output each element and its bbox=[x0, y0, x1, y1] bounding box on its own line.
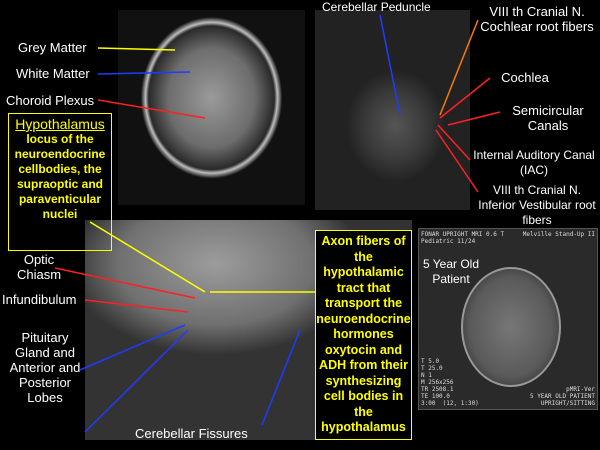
arrow-hypothalamus bbox=[89, 221, 206, 293]
cerebellar-peduncle-label: Cerebellar Peduncle bbox=[322, 0, 431, 14]
mri-header-right: Melville Stand-Up II bbox=[522, 231, 595, 238]
pituitary-label: Pituitary Gland and Anterior and Posteri… bbox=[9, 330, 81, 405]
white-matter-label: White Matter bbox=[16, 66, 90, 81]
infundibulum-label: Infundibulum bbox=[2, 292, 77, 307]
hypothalamus-box: Hypothalamus locus of the neuroendocrine… bbox=[8, 113, 112, 251]
arrow-peduncle bbox=[379, 14, 401, 116]
mri-params: T 5.0 T 25.0 N 1 M 256x256 TR 2508.1 TE … bbox=[421, 358, 479, 407]
arrow-grey-matter bbox=[97, 47, 176, 51]
arrow-semicircular bbox=[447, 111, 501, 126]
arrow-iac bbox=[437, 124, 471, 161]
pediatric-mri-image: FONAR UPRIGHT MRI 0.6 T Pediatric 11/24 … bbox=[418, 228, 598, 410]
cochlea-label: Cochlea bbox=[501, 70, 549, 85]
viii-vestibular-label: VIII th Cranial N. Inferior Vestibular r… bbox=[478, 183, 596, 227]
hypothalamus-desc: locus of the neuroendocrine cellbodies, … bbox=[14, 132, 106, 221]
mri-footer-right: pMRI-Ver 5 YEAR OLD PATIENT UPRIGHT/SITT… bbox=[529, 386, 595, 407]
arrow-cochlea bbox=[439, 77, 491, 119]
patient-label: 5 Year Old Patient bbox=[422, 257, 480, 286]
axial-mri-image bbox=[315, 10, 470, 210]
arrow-pituitary-2 bbox=[84, 329, 189, 433]
arrow-cochlear bbox=[439, 19, 479, 116]
semicircular-canals-label: Semicircular Canals bbox=[512, 103, 584, 133]
arrow-vestibular bbox=[435, 129, 479, 193]
grey-matter-label: Grey Matter bbox=[18, 40, 87, 55]
iac-label: Internal Auditory Canal (IAC) bbox=[473, 148, 595, 177]
axon-fibers-box: Axon fibers of the hypothalamic tract th… bbox=[315, 230, 412, 440]
choroid-plexus-label: Choroid Plexus bbox=[6, 93, 95, 108]
arrow-white-matter bbox=[97, 71, 191, 75]
arrow-choroid bbox=[97, 99, 206, 119]
arrow-infundibulum bbox=[84, 299, 189, 313]
arrow-pituitary bbox=[79, 324, 186, 371]
cerebellar-fissures-label: Cerebellar Fissures bbox=[135, 426, 248, 441]
optic-chiasm-label: Optic Chiasm bbox=[16, 252, 62, 282]
viii-cochlear-label: VIII th Cranial N. Cochlear root fibers bbox=[480, 4, 594, 34]
hypothalamus-title: Hypothalamus bbox=[15, 116, 105, 132]
brain-scan bbox=[461, 267, 561, 387]
arrow-fissures bbox=[261, 329, 301, 426]
arrow-optic bbox=[54, 267, 196, 299]
mri-header-left: FONAR UPRIGHT MRI 0.6 T Pediatric 11/24 bbox=[421, 231, 505, 245]
coronal-mri-image bbox=[118, 10, 305, 205]
